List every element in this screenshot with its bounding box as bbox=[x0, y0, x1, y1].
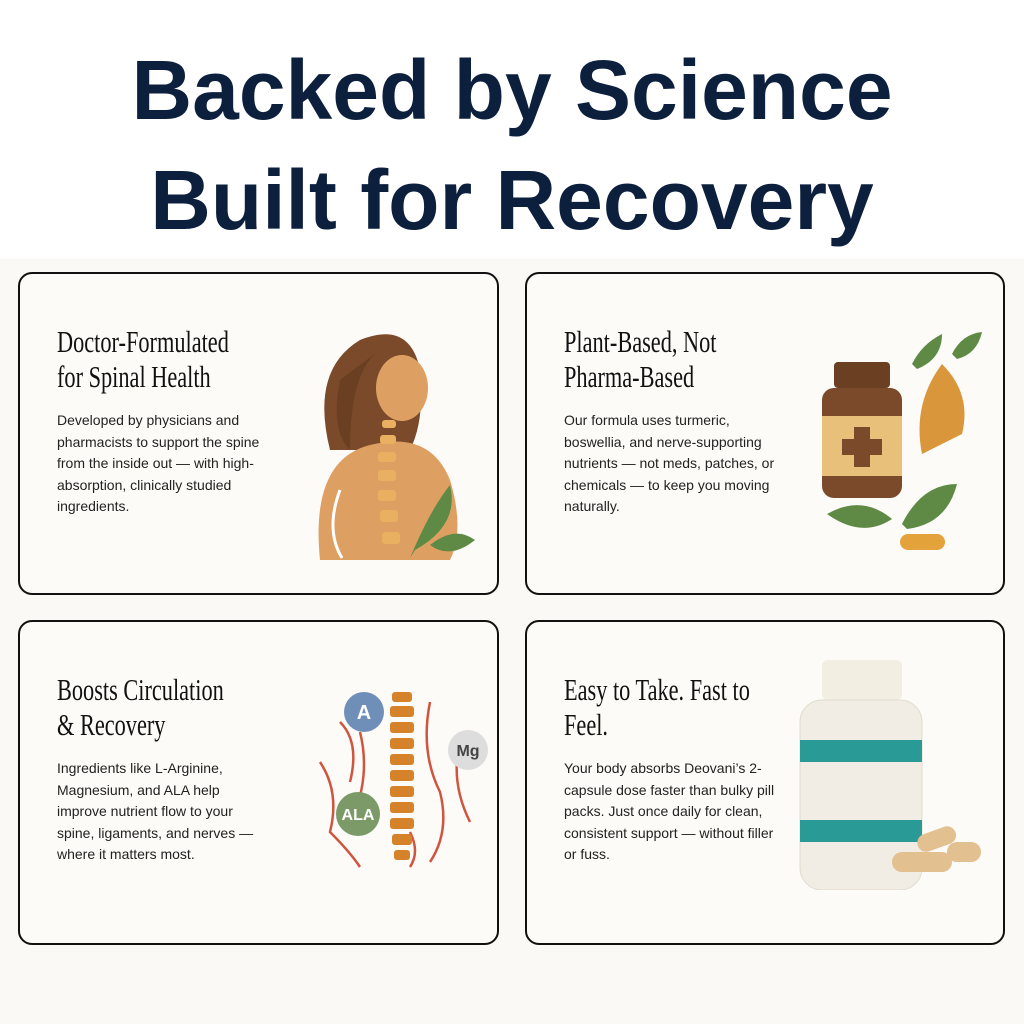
headline-line-2: Built for Recovery bbox=[150, 153, 874, 247]
card-body: Ingredients like L-Arginine, Magnesium, … bbox=[57, 760, 254, 863]
card-body: Our formula uses turmeric, boswellia, an… bbox=[564, 412, 775, 515]
supplement-bottle-icon bbox=[799, 660, 981, 890]
herbal-bottle-icon bbox=[822, 332, 982, 550]
badge-mg: Mg bbox=[456, 743, 479, 760]
card-body: Developed by physicians and pharmacists … bbox=[57, 412, 260, 515]
badge-ala: ALA bbox=[342, 807, 375, 824]
card-circulation: Boosts Circulation& Recovery Ingredients… bbox=[18, 620, 499, 945]
card-title: Boosts Circulation& Recovery bbox=[57, 672, 224, 742]
badge-a: A bbox=[357, 702, 371, 724]
circulation-spine-icon: A Mg ALA bbox=[318, 692, 488, 868]
card-body: Your body absorbs Deovani’s 2-capsule do… bbox=[564, 760, 775, 863]
woman-spine-icon bbox=[318, 334, 475, 560]
headline-line-1: Backed by Science bbox=[131, 43, 893, 137]
